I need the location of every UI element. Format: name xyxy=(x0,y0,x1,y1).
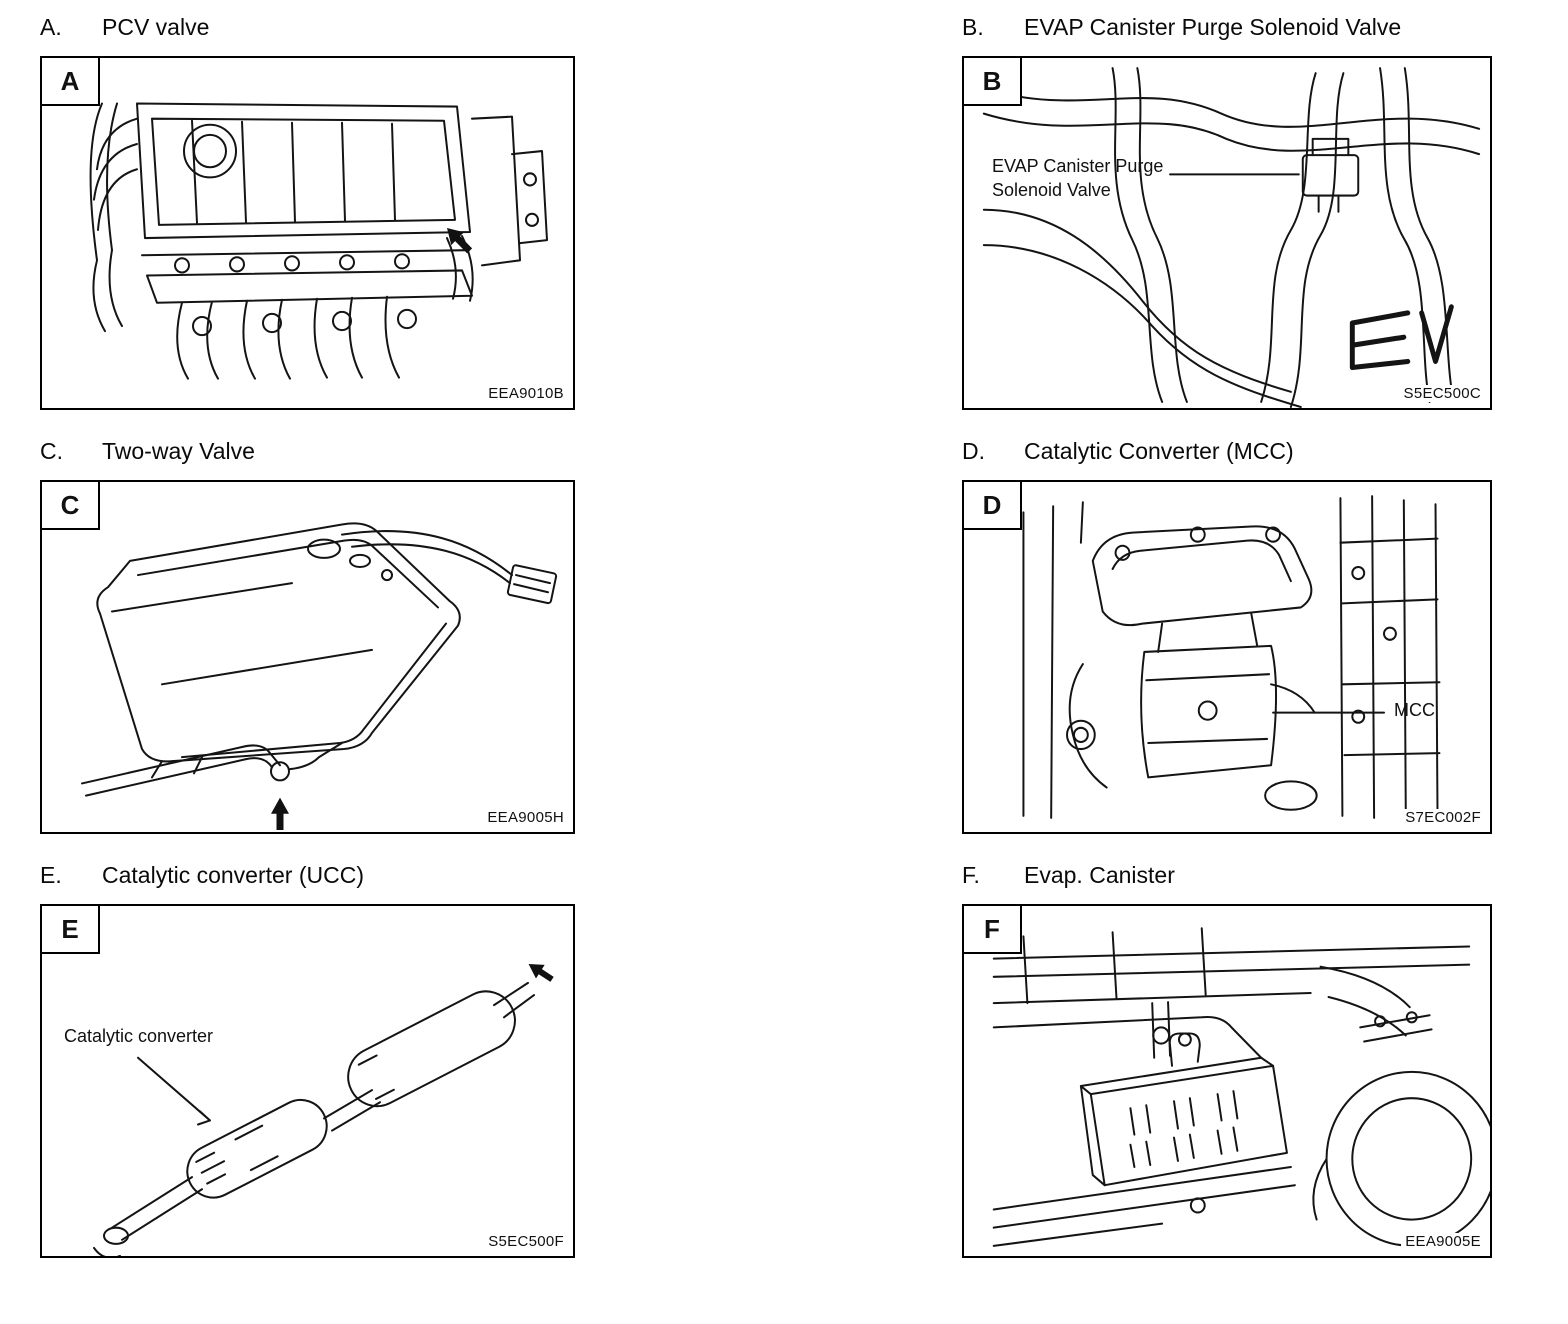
panel-d-badge: D xyxy=(964,482,1022,530)
panel-pcv-valve: A. PCV valve A xyxy=(40,12,575,410)
panel-b-badge: B xyxy=(964,58,1022,106)
two-way-valve-arrow-icon xyxy=(271,797,289,830)
panel-c-badge: C xyxy=(42,482,100,530)
panel-d-heading-letter: D. xyxy=(962,438,985,464)
panel-e-badge: E xyxy=(42,906,100,954)
panel-c-heading-letter: C. xyxy=(40,438,63,464)
catalytic-converter-label: Catalytic converter xyxy=(64,1026,214,1046)
panel-f-figure-code: EEA9005E xyxy=(1401,1233,1481,1250)
panel-d-figure-code: S7EC002F xyxy=(1401,809,1481,826)
panel-a-heading-title: PCV valve xyxy=(102,14,210,40)
panel-f-heading-title: Evap. Canister xyxy=(1024,862,1175,888)
panel-b-figure-code: S5EC500C xyxy=(1399,385,1481,402)
panel-d-heading: D. Catalytic Converter (MCC) xyxy=(962,436,1492,466)
engine-pcv-illustration xyxy=(89,102,548,380)
panel-b-figure: B xyxy=(962,56,1492,410)
fuel-tank-illustration xyxy=(81,522,558,830)
panel-a-figure: A xyxy=(40,56,575,410)
panel-e-heading-title: Catalytic converter (UCC) xyxy=(102,862,364,888)
panel-a-heading-letter: A. xyxy=(40,14,62,40)
panel-evap-canister: F. Evap. Canister F xyxy=(962,860,1492,1258)
panel-a-figure-code: EEA9010B xyxy=(484,385,564,402)
panel-e-figure-code: S5EC500F xyxy=(484,1233,564,1250)
panel-f-heading-letter: F. xyxy=(962,862,980,888)
panel-d-figure: D xyxy=(962,480,1492,834)
panel-c-figure-code: EEA9005H xyxy=(483,809,564,826)
panel-f-badge: F xyxy=(964,906,1022,954)
panel-c-heading: C. Two-way Valve xyxy=(40,436,575,466)
pcv-valve-arrow-icon xyxy=(447,227,473,254)
panel-e-figure: E xyxy=(40,904,575,1258)
panel-b-heading-letter: B. xyxy=(962,14,984,40)
panel-f-figure: F xyxy=(962,904,1492,1258)
figure-grid: A. PCV valve A xyxy=(40,12,1568,1258)
ucc-exhaust-illustration xyxy=(93,963,554,1256)
manual-page: A. PCV valve A xyxy=(40,12,1568,1258)
panel-catalytic-converter-mcc: D. Catalytic Converter (MCC) D xyxy=(962,436,1492,834)
panel-c-heading-title: Two-way Valve xyxy=(102,438,255,464)
panel-e-heading: E. Catalytic converter (UCC) xyxy=(40,860,575,890)
mcc-label: MCC xyxy=(1394,700,1435,720)
evap-purge-solenoid-label: EVAP Canister Purge Solenoid Valve xyxy=(992,156,1164,201)
mcc-converter-illustration xyxy=(1022,495,1441,819)
panel-b-heading-title: EVAP Canister Purge Solenoid Valve xyxy=(1024,14,1402,40)
panel-b-heading: B. EVAP Canister Purge Solenoid Valve xyxy=(962,12,1492,42)
panel-f-heading: F. Evap. Canister xyxy=(962,860,1492,890)
purge-solenoid-illustration xyxy=(982,67,1481,408)
panel-a-badge: A xyxy=(42,58,100,106)
panel-two-way-valve: C. Two-way Valve C xyxy=(40,436,575,834)
panel-c-figure: C xyxy=(40,480,575,834)
panel-e-heading-letter: E. xyxy=(40,862,62,888)
panel-a-heading: A. PCV valve xyxy=(40,12,575,42)
panel-evap-purge-solenoid: B. EVAP Canister Purge Solenoid Valve B xyxy=(962,12,1492,410)
evap-canister-illustration xyxy=(992,927,1490,1247)
panel-catalytic-converter-ucc: E. Catalytic converter (UCC) E xyxy=(40,860,575,1258)
panel-d-heading-title: Catalytic Converter (MCC) xyxy=(1024,438,1294,464)
exhaust-direction-arrow-icon xyxy=(528,963,554,982)
